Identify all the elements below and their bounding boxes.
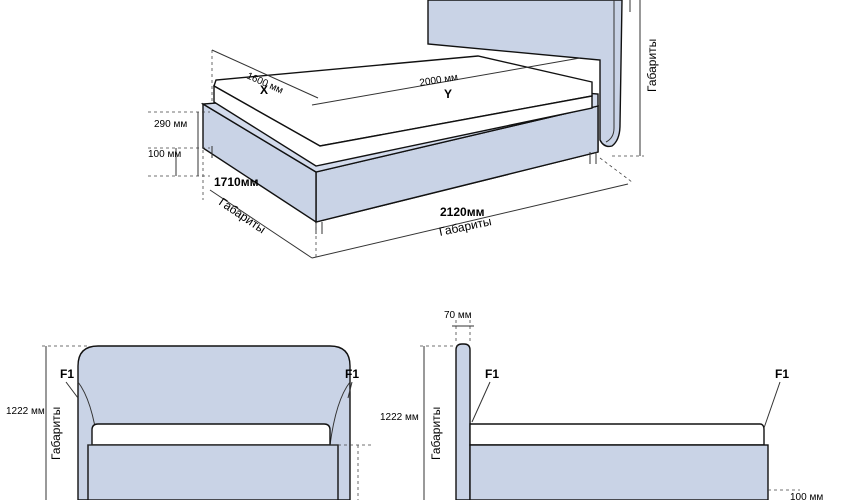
iso-headboard (427, 0, 623, 148)
dim-length-line (311, 57, 581, 106)
leg-height-label: 100 мм (148, 149, 181, 160)
side-base (469, 444, 769, 500)
front-marker-left: F1 (60, 367, 74, 381)
overall-width-caption: Габариты (216, 195, 268, 236)
side-view: 70 мм 1222 мм Габариты F1 F1 100 мм (380, 310, 823, 500)
dim-overall-length-ext-right (599, 157, 633, 183)
dim-overall-width-line (209, 189, 313, 259)
front-mattress (91, 423, 331, 446)
overall-length-label: 2120мм (440, 205, 485, 219)
side-thickness-label: 70 мм (444, 310, 472, 321)
overall-height-caption: Габариты (645, 39, 659, 92)
iso-mattress-side (213, 84, 593, 167)
front-headboard-curve-right (329, 381, 351, 446)
side-mattress (469, 423, 765, 446)
front-marker-right: F1 (345, 367, 359, 381)
dim-overall-length-line (311, 183, 629, 259)
front-view: 1222 мм Габариты F1 F1 (6, 345, 372, 500)
front-base (87, 444, 339, 500)
front-overall-caption: Габариты (49, 407, 63, 460)
side-headboard (455, 343, 471, 500)
side-marker-right: F1 (775, 367, 789, 381)
side-marker-right-leader (763, 381, 781, 429)
overall-width-label: 1710мм (214, 175, 259, 189)
front-marker-left-leader (65, 381, 79, 399)
iso-headboard-edge (605, 0, 615, 143)
side-marker-left: F1 (485, 367, 499, 381)
front-marker-right-leader (347, 381, 353, 399)
base-height-label: 290 мм (154, 119, 187, 130)
side-marker-left-leader (471, 381, 491, 423)
isometric-view: 1600 мм X 2000 мм Y 290 мм 100 мм 1710мм… (148, 0, 659, 260)
width-axis-label: X (260, 83, 268, 97)
front-height-label: 1222 мм (6, 406, 45, 417)
side-height-label: 1222 мм (380, 412, 419, 423)
length-axis-label: Y (444, 87, 452, 101)
side-overall-caption: Габариты (429, 407, 443, 460)
side-leg-label: 100 мм (790, 492, 823, 500)
dim-width-line (211, 49, 319, 99)
